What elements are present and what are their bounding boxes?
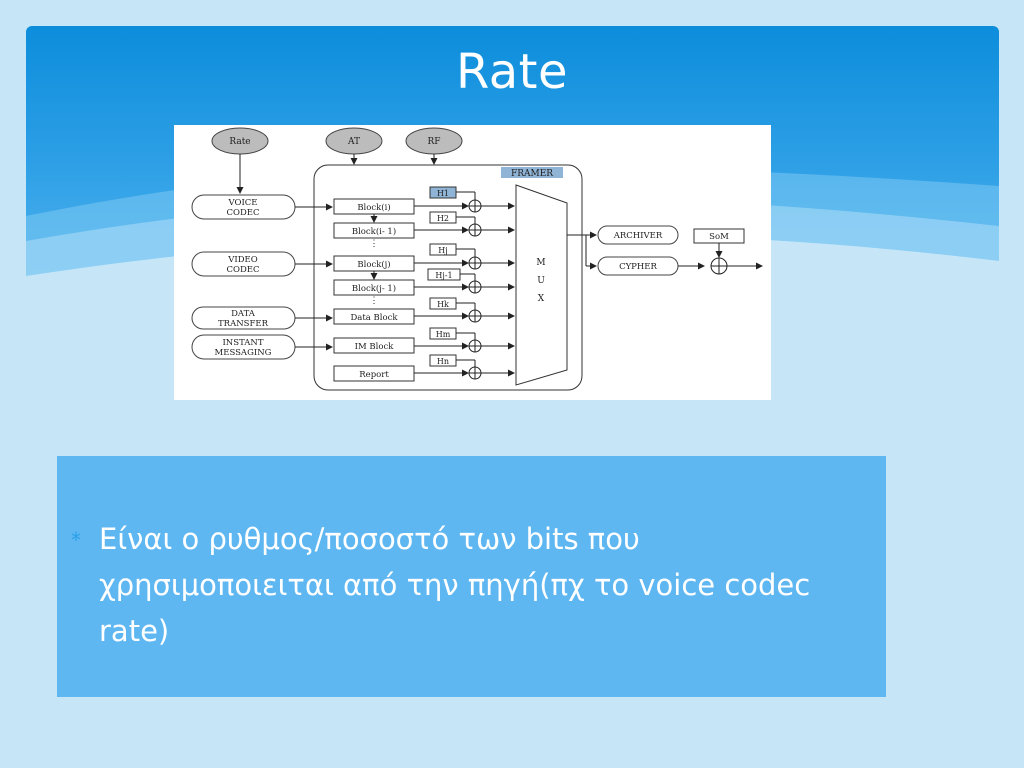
header-hm: Hm <box>429 327 457 340</box>
output-archiver: ARCHIVER <box>597 225 679 245</box>
mux-letter-x: X <box>538 294 545 304</box>
header-hn: Hn <box>429 354 457 367</box>
block-i-label: Block(i) <box>357 202 390 213</box>
block-j: Block(j) <box>333 255 415 272</box>
framer-diagram-svg: Rate AT RF FRAMER VOICE CODEC <box>191 127 763 391</box>
mux: M U X <box>515 184 568 386</box>
input-at: AT <box>325 127 383 155</box>
source-instant-messaging: INSTANT MESSAGING <box>191 334 296 360</box>
block-im-label: IM Block <box>355 342 395 352</box>
source-video-codec: VIDEO CODEC <box>191 251 296 277</box>
svg-text:⋮: ⋮ <box>370 239 379 249</box>
source-video-line2: CODEC <box>227 265 260 275</box>
block-j-label: Block(j) <box>357 259 390 270</box>
output-archiver-label: ARCHIVER <box>613 231 663 241</box>
source-data-line1: DATA <box>231 309 256 319</box>
header-hn-label: Hn <box>437 357 449 366</box>
source-im-line1: INSTANT <box>222 338 263 348</box>
block-j-minus-1-label: Block(j- 1) <box>352 283 396 294</box>
source-data-line2: TRANSFER <box>218 319 269 329</box>
block-report: Report <box>333 365 415 382</box>
header-h1: H1 <box>429 186 457 199</box>
source-voice-line1: VOICE <box>227 198 257 208</box>
source-data-transfer: DATA TRANSFER <box>191 306 296 330</box>
header-hj-label: Hj <box>438 246 447 255</box>
input-rate-label: Rate <box>229 137 250 147</box>
block-data: Data Block <box>333 308 415 325</box>
header-h2-label: H2 <box>437 214 449 223</box>
header-h1-label: H1 <box>437 189 449 198</box>
slide-title: Rate <box>455 44 569 100</box>
output-cypher-label: CYPHER <box>619 262 657 272</box>
header-hk-label: Hk <box>437 300 449 309</box>
mux-letter-m: M <box>536 258 545 268</box>
bullet-text: Είναι ο ρυθμος/ποσοστό των bits που χρησ… <box>99 522 811 648</box>
block-i-minus-1: Block(i- 1) <box>333 222 415 239</box>
input-at-label: AT <box>347 137 360 147</box>
framer-container <box>313 164 583 391</box>
header-h2: H2 <box>429 211 457 224</box>
block-data-label: Data Block <box>350 313 398 323</box>
som-header: SoM <box>693 228 745 244</box>
input-rf: RF <box>405 127 463 155</box>
block-report-label: Report <box>359 370 389 380</box>
input-rate: Rate <box>211 127 269 155</box>
som-label: SoM <box>709 232 729 242</box>
content-box: * Είναι ο ρυθμος/ποσοστό των bits που χρ… <box>57 456 886 697</box>
header-hj-minus-1-label: Hj-1 <box>435 271 452 280</box>
block-im: IM Block <box>333 337 415 354</box>
framer-diagram: Rate AT RF FRAMER VOICE CODEC <box>174 125 771 400</box>
svg-text:⋮: ⋮ <box>370 296 379 306</box>
mux-letter-u: U <box>537 276 545 286</box>
block-i-minus-1-label: Block(i- 1) <box>352 226 396 237</box>
bullet-item: * Είναι ο ρυθμος/ποσοστό των bits που χρ… <box>71 516 861 654</box>
header-hm-label: Hm <box>436 330 451 339</box>
source-voice-line2: CODEC <box>227 208 260 218</box>
header-hk: Hk <box>429 297 457 310</box>
header-hj: Hj <box>429 243 457 256</box>
block-j-minus-1: Block(j- 1) <box>333 279 415 296</box>
bullet-star-icon: * <box>71 528 81 552</box>
source-video-line1: VIDEO <box>227 255 258 265</box>
source-voice-codec: VOICE CODEC <box>191 194 296 220</box>
header-hj-minus-1: Hj-1 <box>427 268 461 281</box>
output-cypher: CYPHER <box>597 256 679 276</box>
input-rf-label: RF <box>427 137 440 147</box>
source-im-line2: MESSAGING <box>215 348 272 358</box>
framer-label: FRAMER <box>511 169 553 179</box>
block-i: Block(i) <box>333 198 415 215</box>
